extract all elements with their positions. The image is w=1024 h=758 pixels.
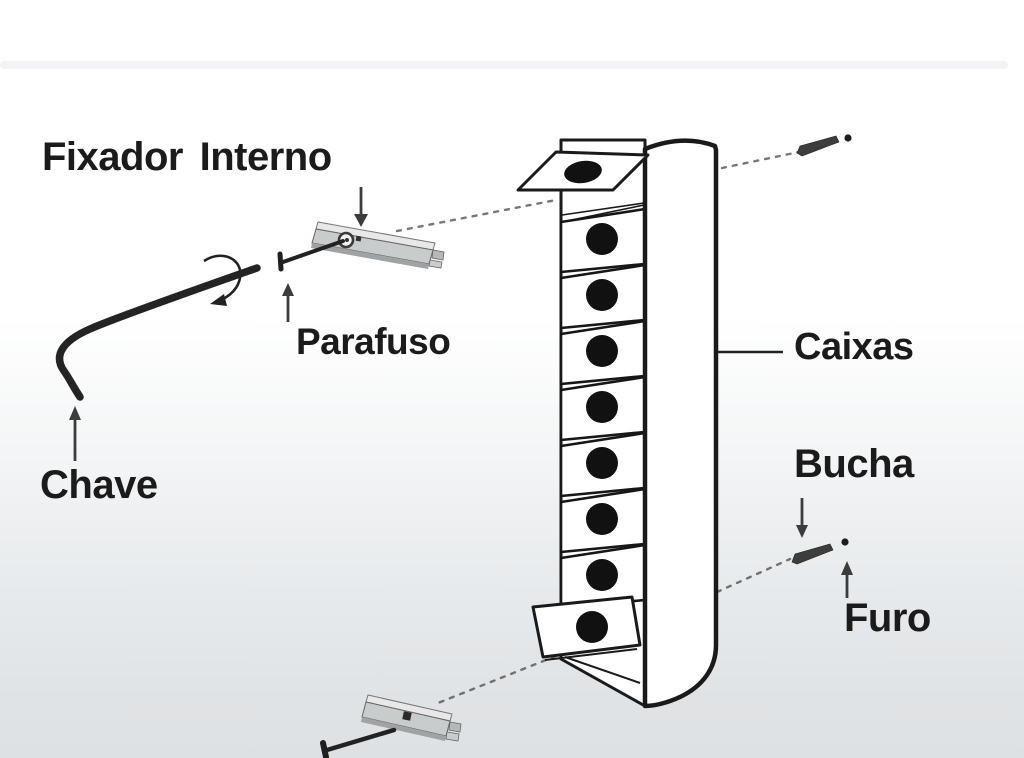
caixa-hole [586,279,618,311]
bracket-end-tab [448,721,462,733]
caixa-hole [586,503,618,535]
caixa-hole [586,223,618,255]
rotation-arrow-head [210,294,227,306]
box-stack [559,207,647,610]
caixa-hole [586,559,618,591]
bracket-bottom-lip [361,717,446,741]
label-fixador-interno: Fixador Interno [42,135,332,179]
caixa-hole [586,391,618,423]
furo-hole-dot [841,538,849,546]
bucha-anchor [791,543,834,565]
bucha-arrow-head [796,525,808,538]
fixador-bracket-bottom [320,694,462,758]
fixador-bracket-top [311,221,445,269]
label-parafuso: Parafuso [296,321,451,362]
screw-shaft [281,239,345,264]
bracket-slot [402,711,412,721]
bracket-end-tab [445,731,460,742]
bottom-flap-hole [576,611,608,643]
dotted-guides [395,150,801,705]
bracket-bottom-lip [311,243,429,269]
bracket-slot [355,235,362,242]
guide-box-to-mid-anchor [715,557,792,594]
pointer-arrows [69,187,853,598]
bracket-end-tab [431,249,445,261]
guide-bracket-to-box [395,198,558,233]
bottom-compartment-edge [564,656,641,684]
allen-key-body [55,264,261,401]
guide-box-to-top-anchor [720,150,801,170]
parafuso-screw [277,239,345,272]
label-caixas: Caixas [794,326,914,368]
chave-allen-key [55,254,261,401]
screw-head [320,740,329,758]
bottom-flap-edge [544,648,638,661]
column-side-panel [642,138,719,709]
chave-arrow-head [69,406,81,420]
bucha-anchor-top [796,135,840,157]
label-bucha: Bucha [794,442,914,486]
bracket-end-tab [428,259,443,269]
label-chave: Chave [40,463,158,507]
caixa-hole [586,335,618,367]
label-furo: Furo [844,596,931,640]
background-streak [0,61,1008,69]
top-anchor [796,134,852,157]
top-flap-hole [564,160,602,184]
furo-hole-dot [844,134,852,142]
screw-shaft [324,727,397,753]
mid-anchor [791,538,849,565]
screw-head [277,251,284,272]
fixador-arrow-head [354,214,368,227]
guide-box-to-bottom-bracket [436,650,568,705]
caixa-hole [586,447,618,479]
bracket-hole-center [345,238,349,242]
caixas-column [516,138,719,709]
furo-arrow-head [841,561,853,575]
parafuso-arrow-head [282,283,294,296]
